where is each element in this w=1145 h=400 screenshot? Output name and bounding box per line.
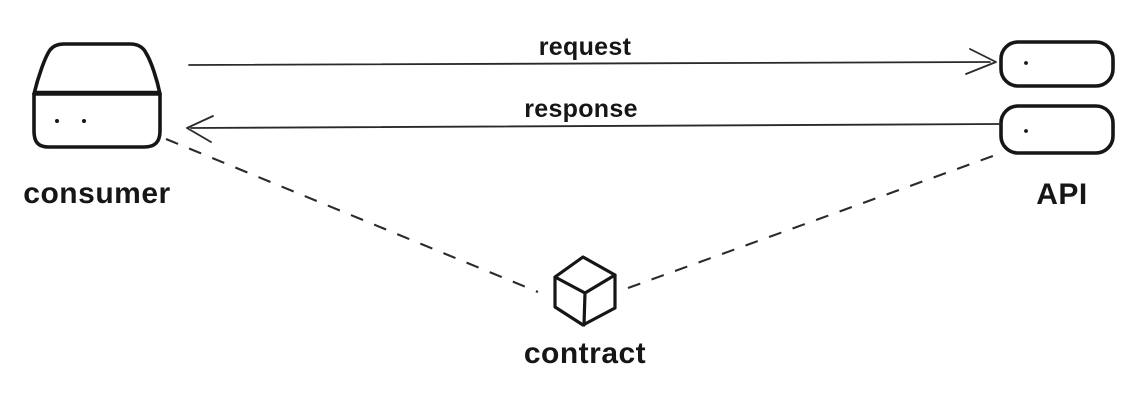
server-lid-shape (32, 42, 162, 96)
service-dot (1024, 61, 1028, 65)
api-node: API (999, 40, 1115, 211)
contract-node: contract (524, 255, 646, 370)
response-label: response (524, 95, 638, 123)
response-line (190, 123, 1001, 129)
request-arrow: request (188, 33, 997, 75)
request-label: request (539, 33, 632, 61)
server-led-dot (82, 119, 86, 123)
server-box-icon (32, 42, 162, 149)
service-pill-bottom (999, 104, 1115, 155)
consumer-contract-dashed-line (165, 138, 539, 293)
api-label: API (1036, 178, 1088, 211)
response-arrow: response (186, 95, 1001, 143)
consumer-node: consumer (23, 42, 170, 210)
api-contract-dashed-line (627, 151, 1005, 289)
request-arrowhead (965, 48, 997, 75)
server-led-dot (55, 119, 59, 123)
consumer-label: consumer (23, 177, 170, 210)
cube-inner-edges (553, 273, 617, 327)
response-arrowhead (186, 115, 214, 143)
stacked-services-icon (999, 40, 1115, 155)
cube-icon (553, 255, 617, 327)
server-body-shape (32, 92, 162, 149)
contract-label: contract (524, 337, 646, 370)
service-dot (1024, 129, 1028, 133)
request-line (188, 61, 991, 66)
service-pill-top (999, 40, 1115, 88)
